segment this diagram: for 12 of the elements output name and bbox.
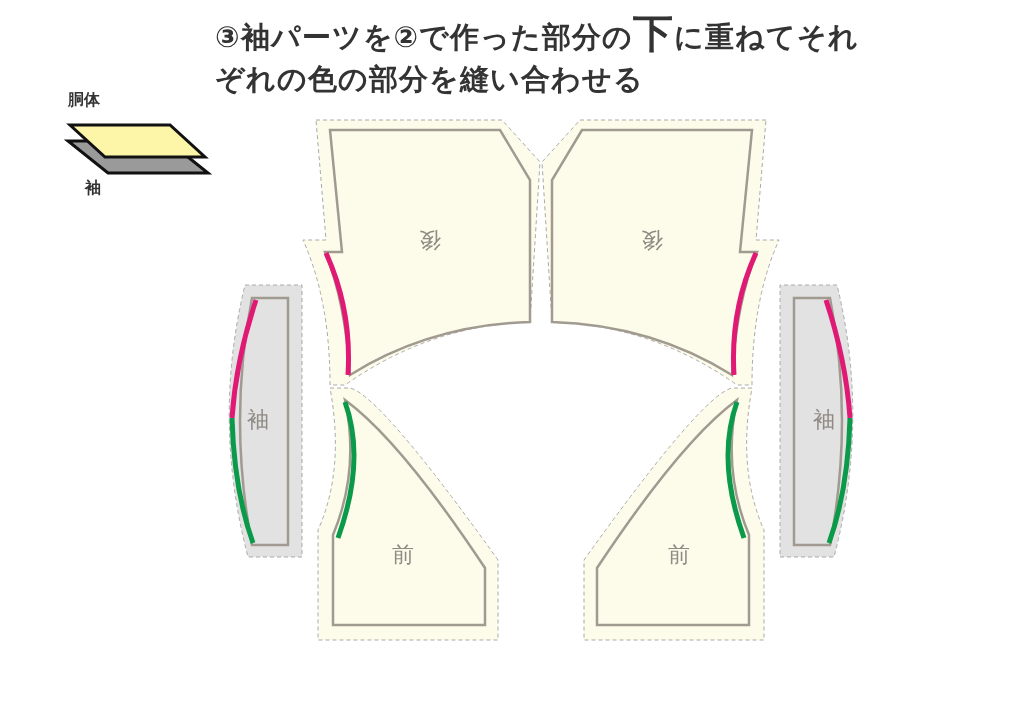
piece-label: 袖 — [247, 406, 269, 434]
title: ③袖パーツを②で作った部分の下に重ねてそれぞれの色の部分を縫い合わせる — [215, 12, 861, 98]
piece-label: 前 — [392, 541, 414, 569]
back-pattern-piece — [538, 116, 782, 388]
piece-label: 袖 — [813, 406, 835, 434]
legend-label: 袖 — [85, 178, 101, 199]
piece-label: 後 — [641, 227, 663, 255]
piece-label: 前 — [668, 541, 690, 569]
front-pattern-piece — [582, 385, 766, 643]
front-pattern-piece — [316, 385, 500, 643]
piece-label: 後 — [419, 227, 441, 255]
legend-label: 胴体 — [68, 90, 100, 111]
